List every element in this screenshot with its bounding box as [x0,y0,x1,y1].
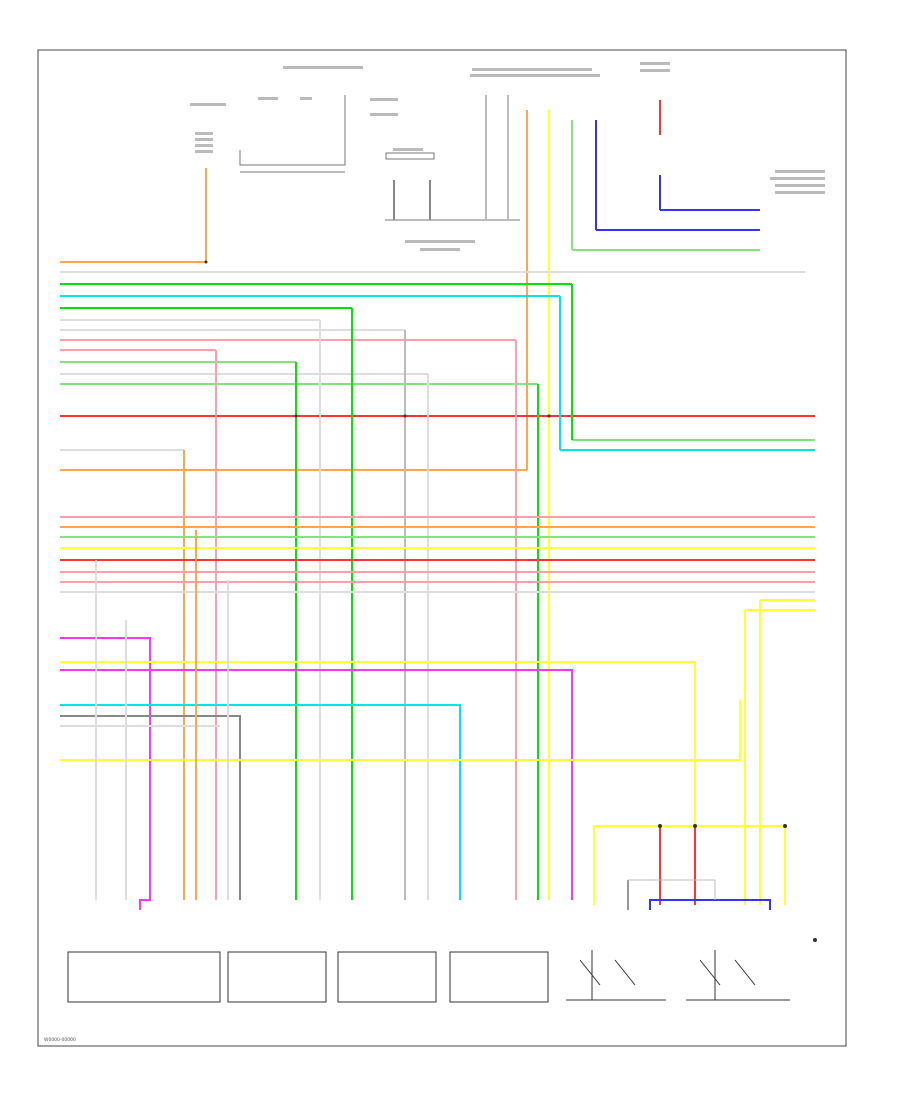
switch-block-1 [566,950,666,1001]
diagram-frame [37,49,847,1047]
yellow-wire-1 [60,661,696,905]
cyan-wire-2 [60,704,461,900]
switch-block-2 [686,950,790,1001]
yellow-wire-2 [60,700,741,761]
blue-wire-1 [649,899,771,910]
wire-set-lower [60,530,741,910]
vertical-drops [183,284,573,900]
gray-wire-1 [60,715,241,900]
switch-wiring [593,825,786,910]
magenta-wire-2 [60,669,573,900]
header-fuse-area [190,62,825,251]
magenta-wire-1 [60,637,151,910]
fuse-block [239,95,520,221]
page-id: W0000-00000 [44,1037,76,1043]
component-row [67,950,790,1003]
wire-bus-middle [60,516,815,905]
component-box-1 [67,951,221,1003]
component-box-4 [449,951,549,1003]
top-feed-lines [60,95,760,900]
component-box-3 [337,951,437,1003]
component-box-2 [227,951,327,1003]
wire-set-upper [60,271,815,471]
connector-dots [204,260,817,942]
